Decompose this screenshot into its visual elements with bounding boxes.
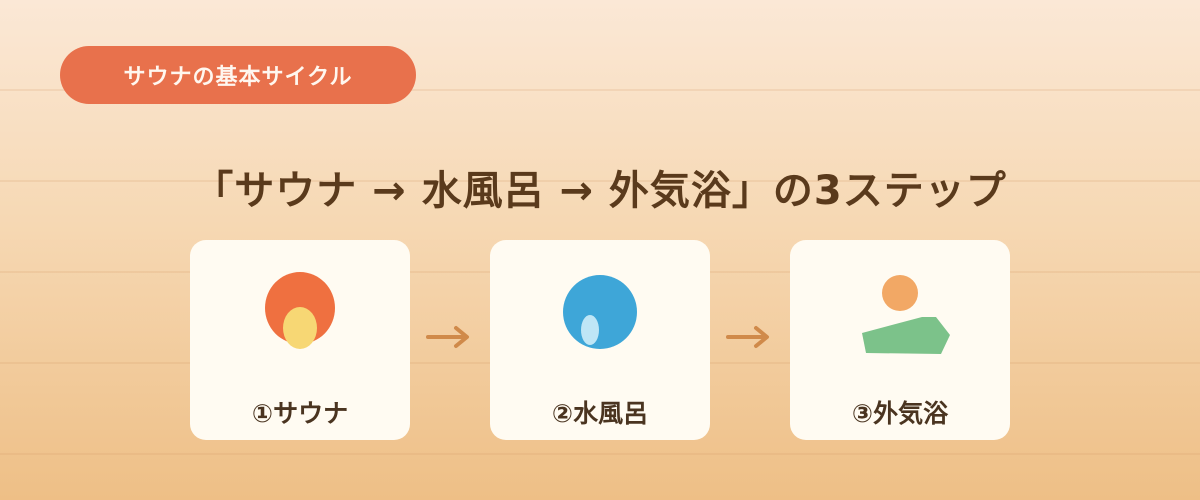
- step-label: ②水風呂: [551, 399, 649, 428]
- person-resting-icon: [862, 275, 950, 354]
- step-label: ①サウナ: [251, 399, 349, 428]
- step-card-outdoor-rest: ③外気浴: [790, 240, 1010, 440]
- step-card-cold-bath: ②水風呂: [490, 240, 710, 440]
- arrow-right-icon: [426, 326, 469, 348]
- flame-icon: [265, 272, 335, 349]
- step-label: ③外気浴: [851, 399, 949, 428]
- arrow-right-icon: [726, 326, 769, 348]
- step-card-sauna: ①サウナ: [190, 240, 410, 440]
- page-headline: 「サウナ → 水風呂 → 外気浴」の3ステップ: [193, 168, 1007, 214]
- category-badge: サウナの基本サイクル: [60, 46, 416, 104]
- water-drop-icon: [563, 275, 637, 349]
